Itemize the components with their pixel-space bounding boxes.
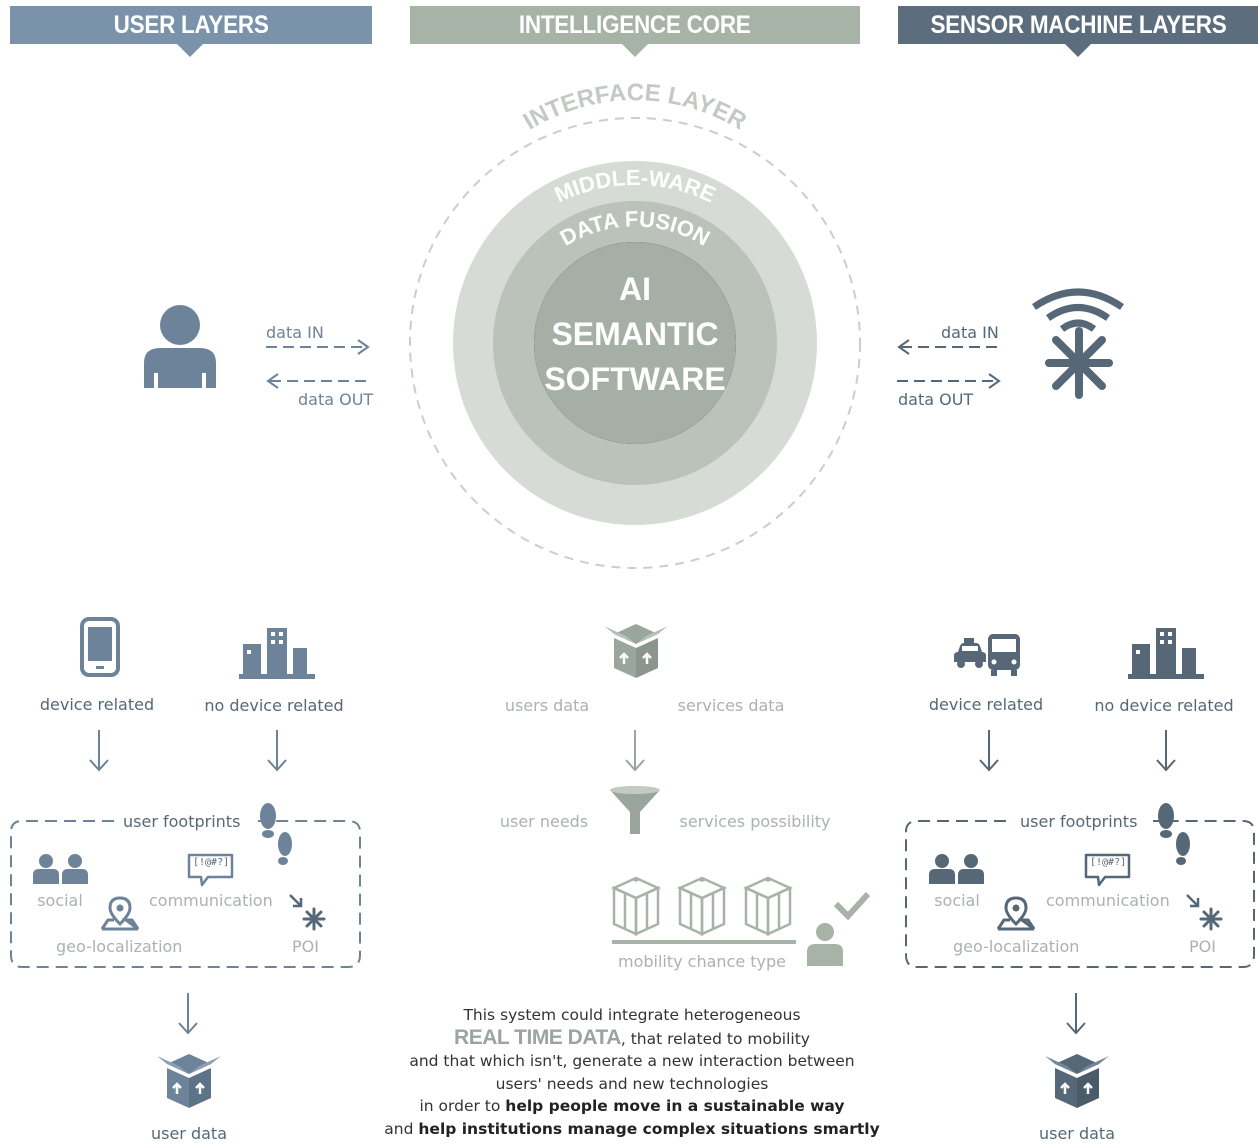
right-down-arrow-1 [979, 730, 999, 772]
description-line-1: This system could integrate heterogeneou… [463, 1006, 801, 1024]
smartphone-icon [80, 617, 120, 677]
right-arrow-in [897, 339, 1002, 355]
right-communication-label: communication [1046, 891, 1170, 910]
header-user-layers-label: USER LAYERS [113, 10, 269, 39]
left-poi-label: POI [292, 937, 319, 956]
left-arrow-out [266, 373, 371, 389]
left-communication-icon [187, 853, 234, 887]
center-services-data-label: services data [677, 696, 785, 715]
right-arrow-out [897, 373, 1001, 389]
left-social-icon [33, 854, 88, 884]
left-down-arrow-2 [267, 730, 287, 772]
right-poi-icon [1186, 894, 1223, 931]
left-footprints-title: user footprints [123, 812, 241, 831]
right-social-icon [929, 854, 984, 884]
right-social-label: social [934, 891, 980, 910]
left-geo-label: geo-localization [56, 937, 183, 956]
left-geo-icon [100, 896, 140, 931]
left-no-device-related-label: no device related [204, 696, 344, 715]
ai-core-fill [534, 242, 736, 444]
right-user-data-box-icon [1045, 1054, 1109, 1108]
core-diagram: INTERFACE LAYER MIDDLE-WARE DATA FUSION … [409, 79, 861, 569]
header-sensor-layers: SENSOR MACHINE LAYERS [898, 6, 1258, 44]
header-intelligence-core: INTELLIGENCE CORE [410, 6, 860, 44]
left-communication-label: communication [149, 891, 273, 910]
real-time-data-highlight: REAL TIME DATA [454, 1025, 621, 1049]
right-geo-label: geo-localization [953, 937, 1080, 956]
left-poi-icon [289, 894, 326, 931]
vehicles-icon [954, 634, 1020, 676]
user-icon [144, 305, 216, 388]
right-footprints-box [905, 820, 1255, 968]
description-line-3: and that which isn't, generate a new int… [409, 1052, 855, 1070]
right-communication-icon [1084, 853, 1131, 887]
mobility-packages-icon [610, 876, 871, 966]
center-mobility-chance-type-label: mobility chance type [617, 952, 787, 971]
right-device-related-label: device related [928, 695, 1044, 714]
funnel-icon [610, 786, 660, 834]
left-social-label: social [37, 891, 83, 910]
right-poi-label: POI [1189, 937, 1216, 956]
right-geo-icon [996, 896, 1036, 931]
left-arrow-in [266, 339, 370, 355]
header-user-pointer [177, 44, 203, 57]
center-services-possibility-label: services possibility [679, 812, 831, 831]
header-user-layers: USER LAYERS [10, 6, 372, 44]
right-footsteps-icon [1158, 803, 1190, 865]
core-line-software: SOFTWARE [544, 361, 725, 397]
description-paragraph: This system could integrate heterogeneou… [382, 1004, 882, 1140]
right-data-out-label: data OUT [898, 390, 974, 409]
core-line-ai: AI [619, 271, 651, 307]
interface-layer-ring [409, 117, 861, 569]
right-data-in-label: data IN [941, 323, 999, 342]
right-user-data-label: user data [1038, 1124, 1116, 1143]
core-line-semantic: SEMANTIC [551, 316, 718, 352]
left-footprints-box [10, 820, 361, 968]
right-no-device-related-label: no device related [1094, 696, 1234, 715]
left-communication-bubble-text: [!@#?] [193, 857, 230, 868]
center-down-arrow [625, 730, 645, 772]
sensor-asterisk-icon [1045, 327, 1113, 399]
left-user-data-label: user data [150, 1124, 228, 1143]
description-line-5: in order to help people move in a sustai… [419, 1097, 845, 1115]
right-communication-bubble-text: [!@#?] [1090, 857, 1127, 868]
left-data-in-label: data IN [266, 323, 324, 342]
center-open-box-icon [604, 624, 668, 678]
buildings-icon [239, 628, 315, 679]
interface-layer-label: INTERFACE LAYER [519, 79, 751, 135]
header-sensor-pointer [1065, 44, 1091, 57]
header-intelligence-core-label: INTELLIGENCE CORE [519, 10, 751, 39]
right-down-arrow-3 [1066, 993, 1086, 1035]
header-core-pointer [622, 44, 648, 57]
left-user-data-box-icon [157, 1054, 221, 1108]
wifi-icon [1032, 288, 1124, 332]
description-line-4: users' needs and new technologies [495, 1074, 769, 1093]
left-device-related-label: device related [39, 695, 155, 714]
left-down-arrow-1 [89, 730, 109, 772]
description-line-2: REAL TIME DATA, that related to mobility [454, 1025, 810, 1049]
right-down-arrow-2 [1156, 730, 1176, 772]
center-users-data-label: users data [504, 696, 590, 715]
left-down-arrow-3 [178, 993, 198, 1035]
left-footsteps-icon [260, 803, 292, 865]
center-user-needs-label: user needs [499, 812, 589, 831]
description-line-6: and help institutions manage complex sit… [384, 1119, 880, 1138]
right-footprints-title: user footprints [1020, 812, 1138, 831]
left-data-out-label: data OUT [298, 390, 374, 409]
header-sensor-layers-label: SENSOR MACHINE LAYERS [929, 10, 1227, 39]
right-buildings-icon [1128, 628, 1204, 679]
